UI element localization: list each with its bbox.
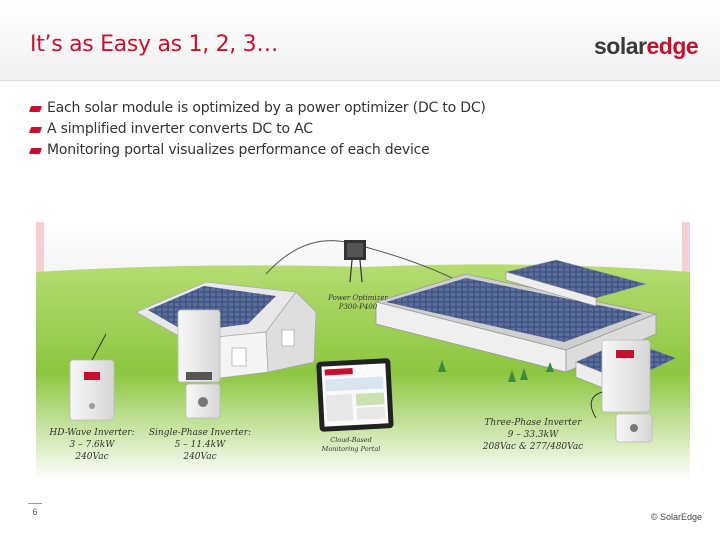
bullet-mark-icon	[28, 148, 43, 154]
title-bar: It’s as Easy as 1, 2, 3… solaredge	[0, 0, 720, 81]
portal-subtitle: Monitoring Portal	[321, 445, 381, 453]
single-phase-name: Single-Phase Inverter:	[148, 428, 252, 438]
three-phase-name: Three-Phase Inverter	[484, 418, 582, 428]
bullet-item: Each solar module is optimized by a powe…	[28, 98, 486, 119]
single-phase-power: 5 – 11.4kW	[174, 440, 226, 450]
logo-solar-text: solar	[594, 33, 647, 59]
three-phase-power: 9 – 33.3kW	[507, 430, 559, 440]
copyright-text: © SolarEdge	[650, 512, 702, 522]
hd-wave-name: HD-Wave Inverter:	[49, 428, 135, 438]
hd-wave-caption: HD-Wave Inverter: 3 – 7.6kW 240Vac	[36, 427, 148, 463]
optimizer-name: Power Optimizer	[328, 294, 388, 302]
logo-edge-text: edge	[646, 33, 699, 59]
hd-wave-power: 3 – 7.6kW	[69, 440, 115, 450]
bullet-text: Each solar module is optimized by a powe…	[47, 100, 486, 116]
bullet-item: Monitoring portal visualizes performance…	[28, 140, 486, 161]
bullet-text: A simplified inverter converts DC to AC	[47, 121, 313, 137]
single-phase-voltage: 240Vac	[183, 452, 217, 462]
slide-title: It’s as Easy as 1, 2, 3…	[30, 32, 279, 57]
portal-name: Cloud-Based	[330, 436, 372, 444]
single-phase-caption: Single-Phase Inverter: 5 – 11.4kW 240Vac	[140, 427, 260, 463]
hd-wave-voltage: 240Vac	[75, 452, 109, 462]
system-diagram: Power Optimizer P300-P400 HD-Wave Invert…	[36, 222, 690, 480]
optimizer-caption: Power Optimizer P300-P400	[308, 294, 408, 312]
bullet-item: A simplified inverter converts DC to AC	[28, 119, 486, 140]
three-phase-caption: Three-Phase Inverter 9 – 33.3kW 208Vac &…	[468, 417, 598, 453]
diagram-illustration	[36, 222, 690, 480]
bullet-text: Monitoring portal visualizes performance…	[47, 142, 430, 158]
solaredge-logo: solaredge	[594, 33, 699, 60]
optimizer-model: P300-P400	[338, 303, 378, 311]
bullet-mark-icon	[28, 127, 43, 133]
three-phase-voltage: 208Vac & 277/480Vac	[482, 442, 584, 452]
bullet-list: Each solar module is optimized by a powe…	[28, 98, 486, 161]
slide-number: 6	[28, 503, 42, 517]
portal-caption: Cloud-Based Monitoring Portal	[306, 436, 396, 454]
bullet-mark-icon	[28, 106, 43, 112]
